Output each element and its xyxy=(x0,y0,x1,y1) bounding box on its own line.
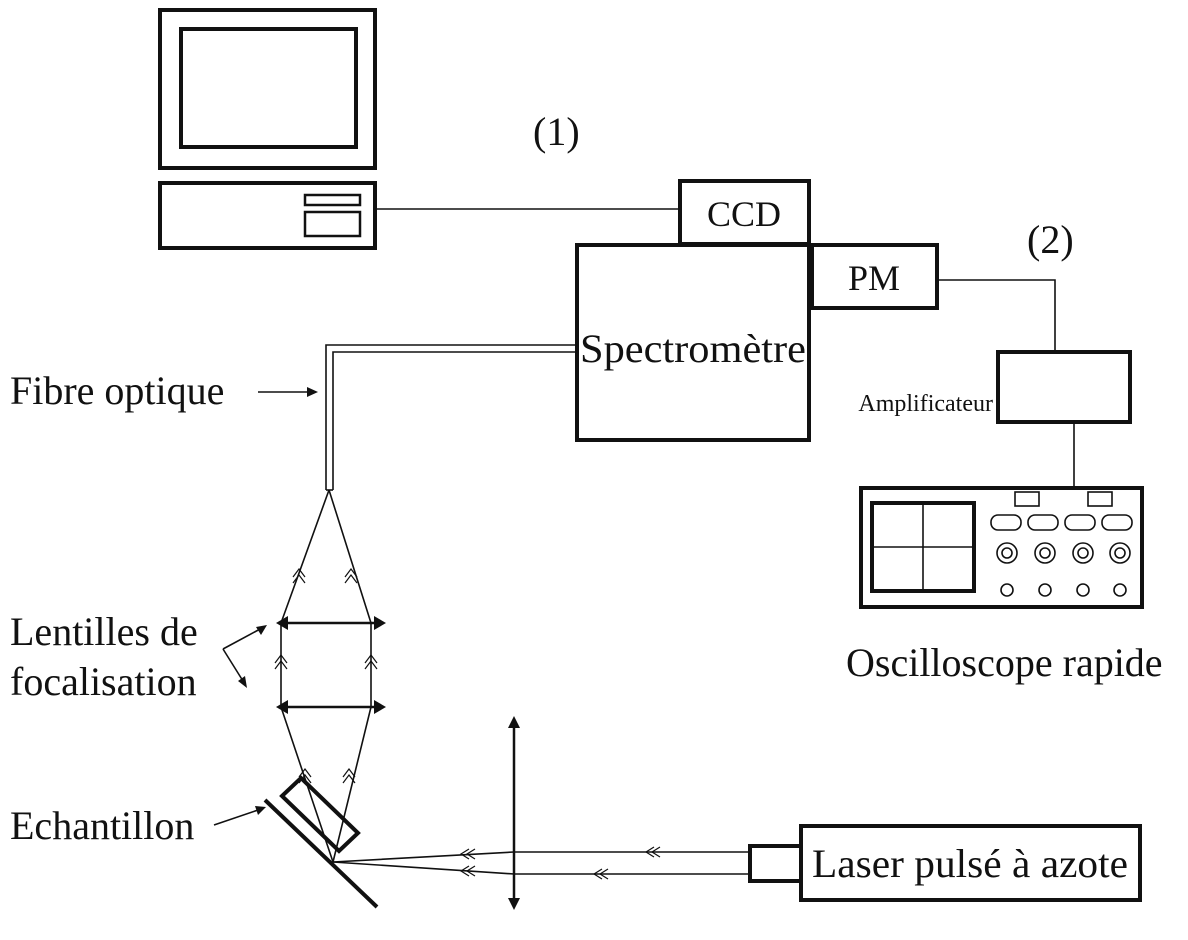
laser-aperture xyxy=(748,844,803,883)
sample-label: Echantillon xyxy=(10,803,194,848)
pm-box xyxy=(810,243,939,310)
excitation-beam xyxy=(332,851,750,875)
oscilloscope-button-4 xyxy=(1101,514,1133,531)
amplifier-box xyxy=(996,350,1132,424)
oscilloscope-button-2 xyxy=(1027,514,1059,531)
path-2-label: (2) xyxy=(1027,217,1074,262)
oscilloscope-connectors xyxy=(1000,583,1127,597)
computer-monitor xyxy=(158,8,377,170)
computer-screen xyxy=(179,27,358,149)
cable-pm-amplifier xyxy=(937,279,1056,352)
laser-icon: Laser pulsé à azote xyxy=(748,824,1142,902)
photomultiplier: PM xyxy=(810,243,939,310)
sample-pointer-arrow xyxy=(213,806,266,826)
optical-fiber xyxy=(325,344,577,491)
pm-label: PM xyxy=(848,258,900,298)
laser-label: Laser pulsé à azote xyxy=(812,841,1128,886)
oscilloscope-switch-2 xyxy=(1087,491,1113,507)
oscilloscope-button-1 xyxy=(990,514,1022,531)
laser-body xyxy=(799,824,1142,902)
spectrometer-label: Spectromètre xyxy=(580,326,806,371)
lenses-label-line1: Lentilles de xyxy=(10,609,198,654)
fiber-pointer-arrow xyxy=(258,387,318,397)
amplifier: Amplificateur xyxy=(858,350,1132,424)
oscilloscope-body xyxy=(859,486,1144,609)
oscilloscope-switch-1 xyxy=(1014,491,1040,507)
sample-icon xyxy=(263,775,379,909)
computer-case xyxy=(158,181,377,250)
oscilloscope-icon xyxy=(859,486,1144,609)
excitation-direction-chevrons xyxy=(459,846,661,880)
oscilloscope-knobs xyxy=(996,542,1131,564)
oscilloscope-button-3 xyxy=(1064,514,1096,531)
oscilloscope-label: Oscilloscope rapide xyxy=(846,640,1163,685)
computer-icon xyxy=(158,8,377,250)
lenses-label-line2: focalisation xyxy=(10,659,197,704)
ccd-label: CCD xyxy=(707,194,781,234)
fiber-label: Fibre optique xyxy=(10,368,224,413)
lenses-pointer-arrows xyxy=(222,625,267,688)
lens-icon xyxy=(276,700,386,714)
computer-drive-bay xyxy=(303,210,362,238)
lens-icon xyxy=(508,716,520,910)
spectrometer-box xyxy=(575,243,811,442)
path-1-label: (1) xyxy=(533,109,580,154)
amplifier-label: Amplificateur xyxy=(858,391,993,417)
computer-drive-slot xyxy=(303,193,362,207)
spectrometer: Spectromètre xyxy=(575,243,811,442)
lens-icon xyxy=(276,616,386,630)
ccd-detector: CCD xyxy=(678,179,811,246)
beam-direction-chevrons xyxy=(274,568,378,784)
